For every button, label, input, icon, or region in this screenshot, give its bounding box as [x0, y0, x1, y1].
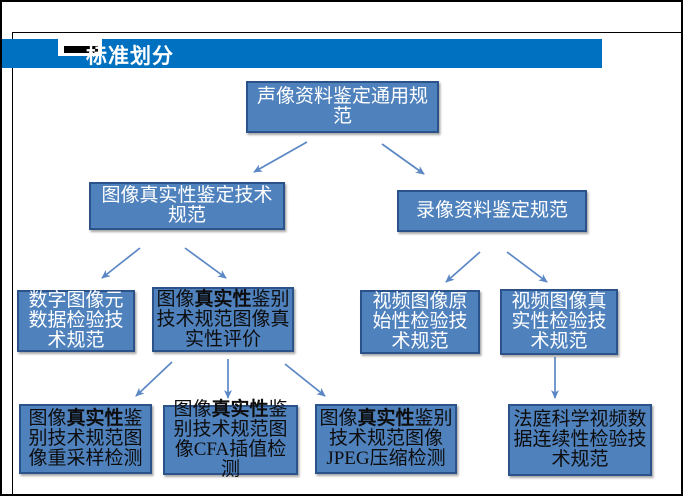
node-l4-4: 法庭科学视频数据连续性检验技术规范 — [508, 404, 652, 476]
node-l4-3-label: 图像真实性鉴别技术规范图像JPEG压缩检测 — [319, 408, 453, 469]
node-l2-right-label: 录像资料鉴定规范 — [415, 200, 568, 221]
arrow-l3-2-to-l4-1 — [135, 361, 173, 397]
node-l3-1-label: 数字图像元数据检验技术规范 — [28, 290, 124, 351]
node-root: 声像资料鉴定通用规范 — [246, 81, 439, 133]
slide-title: 标准划分 — [86, 43, 174, 68]
node-l2-left: 图像真实性鉴定技术规范 — [89, 182, 285, 230]
node-l2-right: 录像资料鉴定规范 — [397, 190, 587, 232]
arrow-root-to-l2-left — [253, 141, 308, 173]
content-frame-top-border — [12, 32, 681, 33]
node-l3-3-label: 视频图像原始性检验技术规范 — [372, 291, 468, 352]
title-marker-dash-icon — [64, 46, 98, 53]
node-l4-2-label: 图像真实性鉴别技术规范图像CFA插值检测 — [173, 399, 288, 480]
node-l3-3: 视频图像原始性检验技术规范 — [360, 290, 480, 354]
content-frame-left-border — [12, 32, 13, 494]
node-l3-2-label: 图像真实性鉴别技术规范图像真实性评价 — [156, 288, 290, 350]
arrow-l3-2-to-l4-3 — [284, 363, 326, 397]
node-l3-2: 图像真实性鉴别技术规范图像真实性评价 — [152, 287, 294, 352]
node-l4-2: 图像真实性鉴别技术规范图像CFA插值检测 — [163, 400, 298, 480]
arrow-l2left-to-l3-2 — [184, 247, 227, 279]
node-l4-4-label: 法庭科学视频数据连续性检验技术规范 — [513, 409, 647, 470]
node-l4-3: 图像真实性鉴别技术规范图像JPEG压缩检测 — [315, 404, 457, 474]
node-l4-1: 图像真实性鉴别技术规范图像重采样检测 — [19, 404, 152, 474]
arrow-root-to-l2-right — [381, 143, 425, 175]
node-l4-1-label: 图像真实性鉴别技术规范图像重采样检测 — [28, 408, 143, 469]
node-l2-left-label: 图像真实性鉴定技术规范 — [101, 185, 273, 226]
arrow-l2right-to-l3-4 — [506, 251, 548, 283]
node-l3-4: 视频图像真实性检验技术规范 — [500, 289, 618, 355]
node-l3-4-label: 视频图像真实性检验技术规范 — [511, 291, 607, 352]
arrow-l2left-to-l3-1 — [101, 247, 141, 279]
node-root-label: 声像资料鉴定通用规范 — [256, 86, 428, 127]
node-l3-1: 数字图像元数据检验技术规范 — [17, 290, 135, 352]
title-bar — [2, 39, 602, 68]
arrow-l2right-to-l3-3 — [445, 251, 481, 283]
